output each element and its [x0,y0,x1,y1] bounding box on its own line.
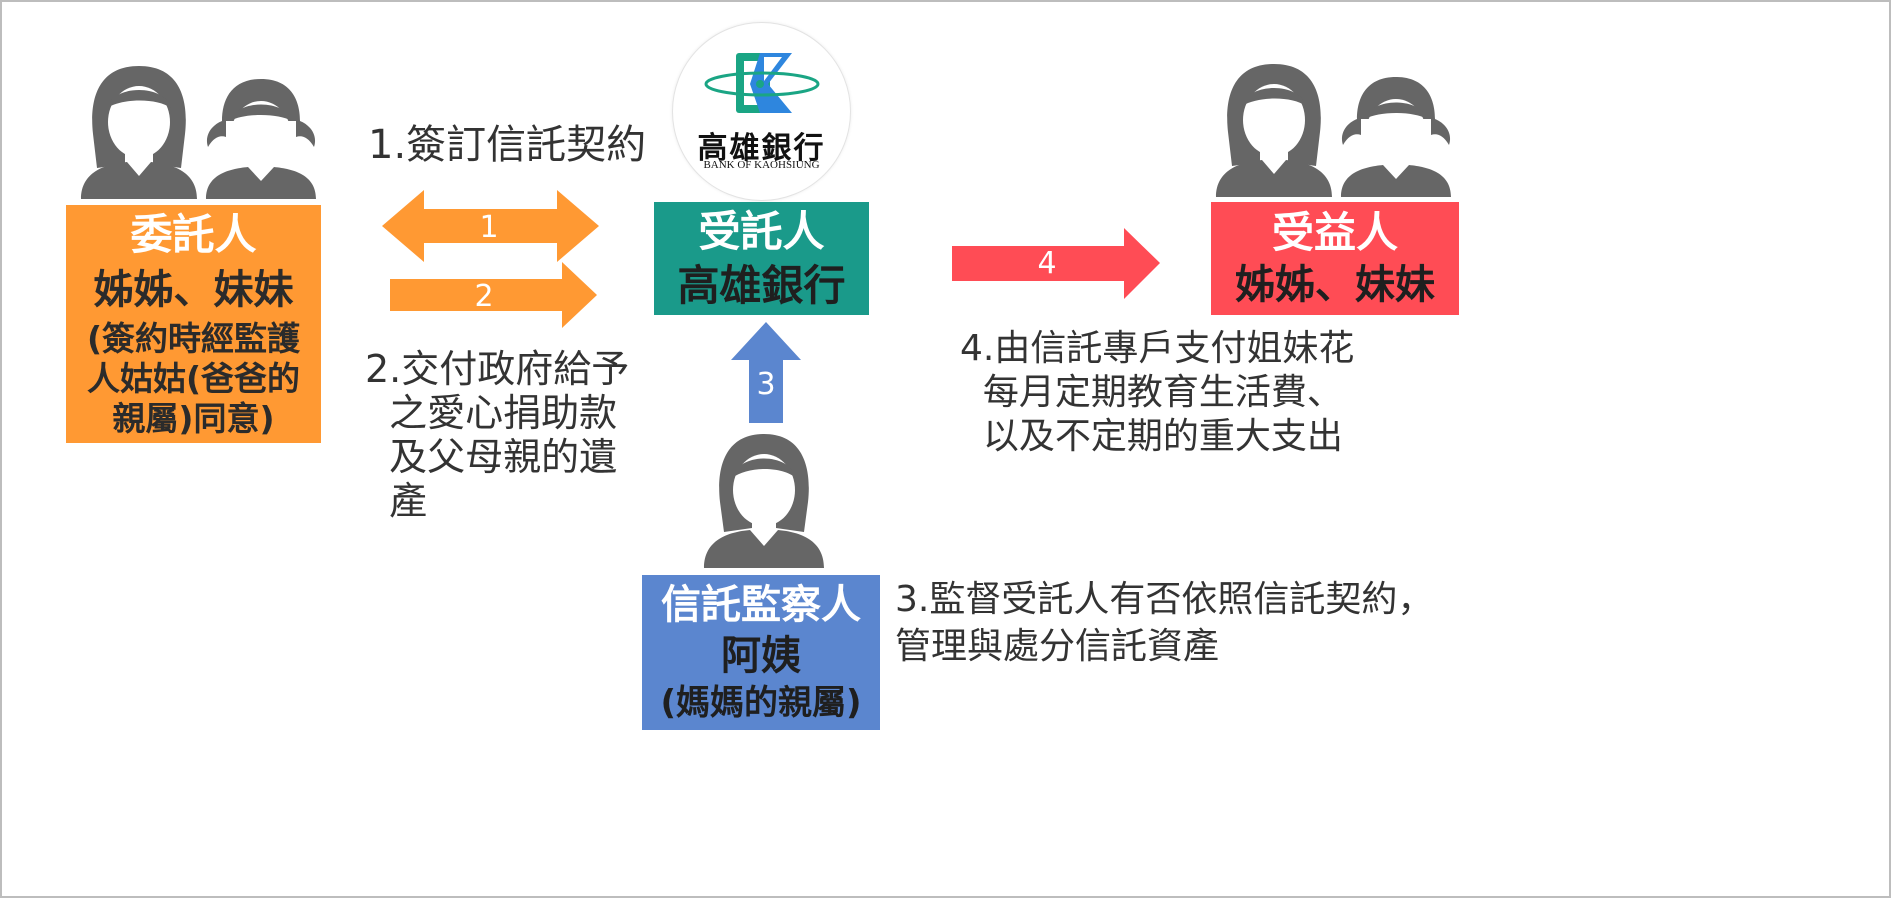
girl-icon [81,66,197,199]
settlor-box: 委託人 姊姊、妹妹 (簽約時經監護人姑姑(爸爸的親屬)同意) [66,205,321,443]
settlor-name: 姊姊、妹妹 [93,266,294,313]
trustee-name: 高雄銀行 [677,260,846,310]
protector-note: (媽媽的親屬) [660,682,862,723]
beneficiary-name: 姊姊、妹妹 [1235,261,1435,308]
bank-logo-english: BANK OF KAOHSIUNG [703,159,820,171]
beneficiary-box: 受益人 姊姊、妹妹 [1211,202,1459,315]
protector-role: 信託監察人 [661,581,861,628]
arrow-2-label: 2 [474,279,494,314]
bank-logo-name: 高雄銀行 [697,131,826,166]
girl-icon [206,79,316,199]
settlor-note: (簽約時經監護人姑姑(爸爸的親屬)同意) [86,318,301,439]
bank-logo: 高雄銀行 BANK OF KAOHSIUNG [672,22,851,201]
step1-caption: 1.簽訂信託契約 [368,122,647,168]
settlor-role: 委託人 [130,209,257,259]
arrow-4-label: 4 [1037,246,1057,281]
trustee-box: 受託人 高雄銀行 [654,202,869,315]
step4-caption: 4.由信託專戶支付姐妹花 每月定期教育生活費、 以及不定期的重大支出 [960,328,1355,457]
trustee-role: 受託人 [698,207,825,257]
double-arrow [382,190,599,262]
girl-icon [1341,77,1451,197]
protector-name: 阿姨 [721,632,801,679]
right-arrow [390,262,597,328]
bank-logo-mark-icon [704,53,820,113]
arrow-3-label: 3 [756,367,776,402]
protector-box: 信託監察人 阿姨 (媽媽的親屬) [642,575,880,730]
right-arrow [952,228,1160,299]
woman-icon [704,434,824,568]
step2-caption: 2.交付政府給予 之愛心捐助款 及父母親的遺 產 [365,347,630,524]
step3-caption: 3.監督受託人有否依照信託契約， 管理與處分信託資產 [895,579,1434,667]
arrow-1-label: 1 [479,210,499,245]
beneficiary-role: 受益人 [1271,208,1398,258]
up-arrow [731,322,801,423]
girl-icon [1216,64,1332,197]
